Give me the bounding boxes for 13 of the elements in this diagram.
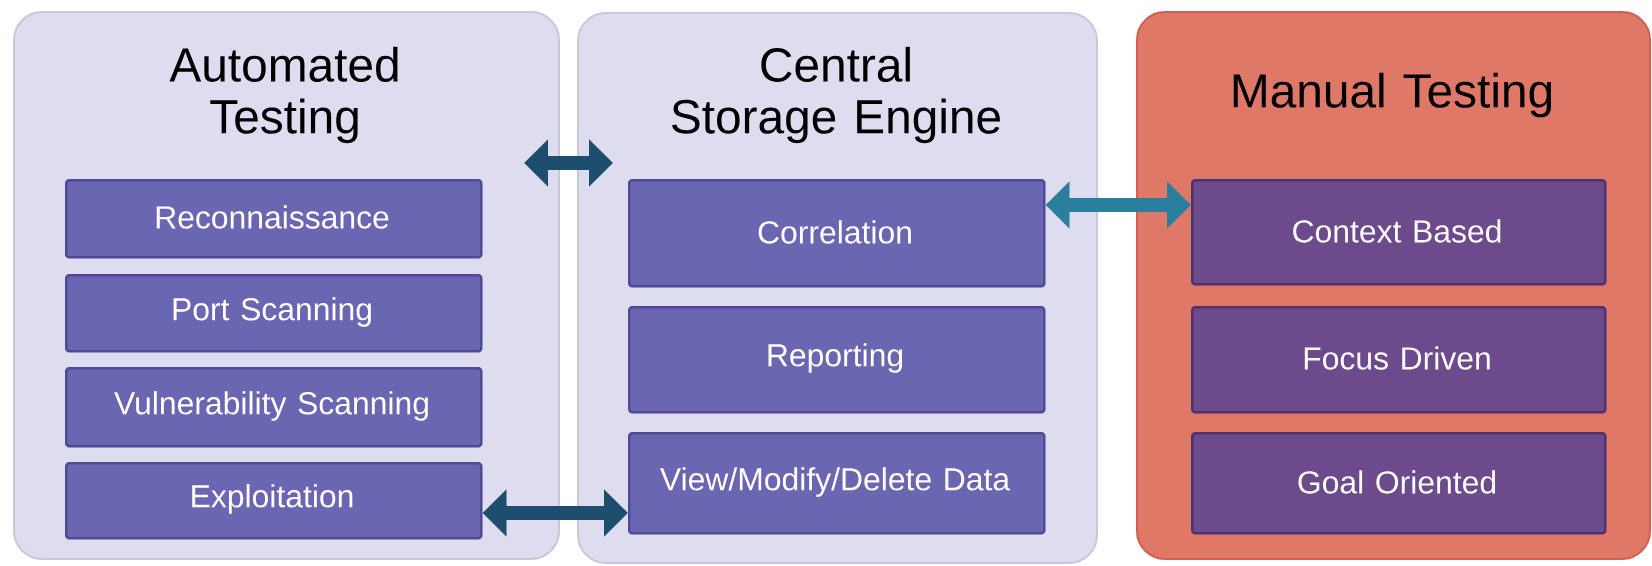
process-box: Focus Driven: [1191, 306, 1607, 414]
panel-title: Manual Testing: [1233, 72, 1552, 118]
process-box: View/Modify/Delete Data: [628, 432, 1046, 535]
panel-title: Central Storage Engine: [672, 46, 1000, 144]
process-box: Vulnerability Scanning: [65, 367, 483, 448]
process-box: Exploitation: [65, 462, 483, 540]
process-box: Port Scanning: [65, 274, 483, 353]
panel-title: Automated Testing: [169, 46, 398, 144]
process-box: Correlation: [628, 179, 1046, 288]
process-box: Reconnaissance: [65, 179, 483, 259]
process-box: Context Based: [1191, 179, 1607, 286]
process-box: Reporting: [628, 306, 1046, 414]
process-box: Goal Oriented: [1191, 432, 1607, 535]
